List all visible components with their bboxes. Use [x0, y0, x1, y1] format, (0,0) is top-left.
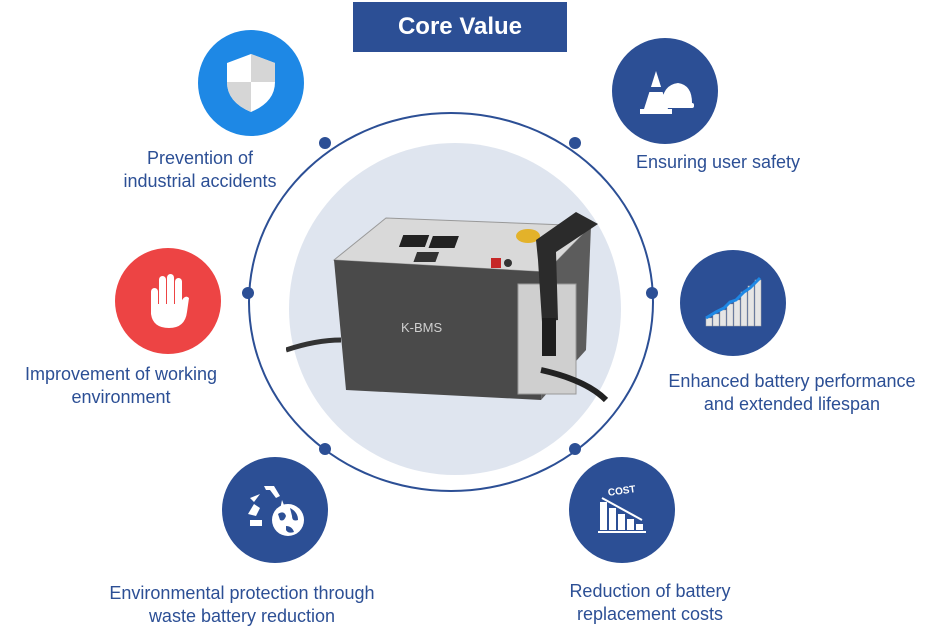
ring-dot — [319, 443, 331, 455]
ring-dot — [569, 137, 581, 149]
ring-dot — [569, 443, 581, 455]
recycle-globe-icon — [222, 457, 328, 563]
value-ring — [248, 112, 654, 492]
ring-dot — [242, 287, 254, 299]
core-value-title: Core Value — [353, 2, 567, 52]
value-label-user-safety: Ensuring user safety — [635, 152, 801, 172]
safety-helmet-cone-icon — [612, 38, 718, 144]
cost-reduction-icon: COST — [569, 457, 675, 563]
ring-dot — [646, 287, 658, 299]
ring-dot — [319, 137, 331, 149]
shield-icon — [198, 30, 304, 136]
cost-text: COST — [607, 484, 636, 499]
rising-graph-icon — [680, 250, 786, 356]
stop-hand-icon — [115, 248, 221, 354]
